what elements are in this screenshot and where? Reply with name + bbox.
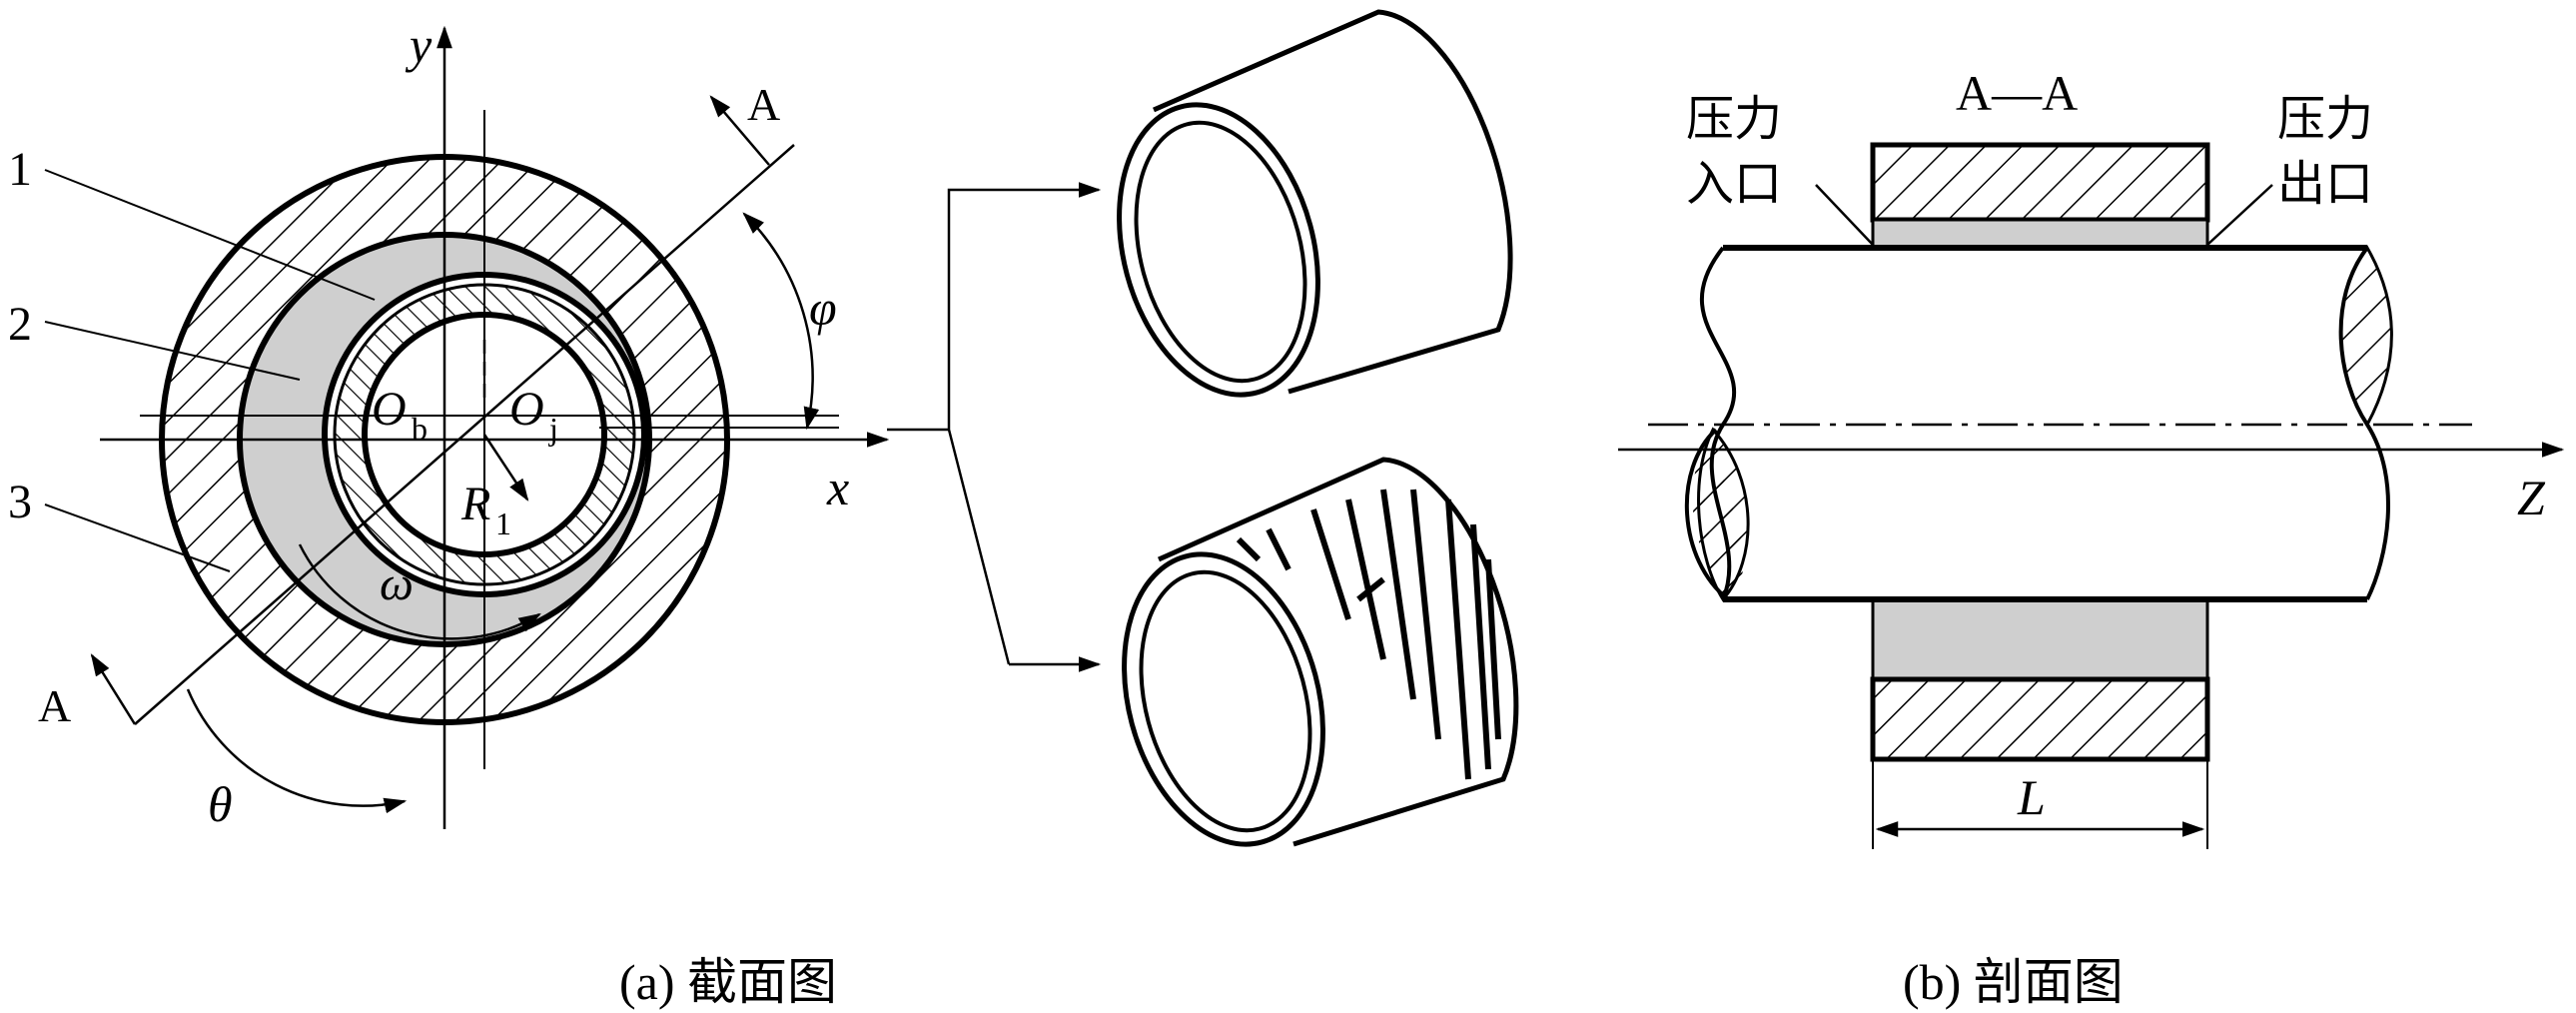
- center-journal-label: O: [509, 383, 544, 436]
- section-line: [134, 144, 795, 725]
- caption-right: (b) 剖面图: [1903, 954, 2124, 1010]
- leader-part-1: [44, 169, 376, 301]
- longitudinal-section: A—A 压力 入口 压力 出口 Z L (b) 剖面图: [1618, 65, 2565, 1010]
- phi-arc: [742, 212, 820, 431]
- sleeve-views: [887, 9, 1519, 847]
- theta-arc: [186, 688, 408, 814]
- outlet-leader: [2206, 184, 2273, 246]
- part-3-label: 3: [8, 476, 32, 528]
- lower-bearing: [1870, 676, 2210, 762]
- radius-arrow: [482, 434, 529, 502]
- section-arrow-top: [709, 95, 770, 166]
- groove-lines: [1236, 489, 1501, 780]
- leader-part-2: [44, 321, 301, 381]
- center-journal-sub: j: [548, 411, 558, 447]
- shaft-break-right-hatch: [2339, 245, 2393, 428]
- omega-label: ω: [380, 557, 414, 610]
- phi-label: φ: [809, 280, 837, 336]
- radius-sub: 1: [495, 506, 511, 541]
- bracket: [947, 188, 1011, 665]
- section-mark-top: A: [747, 79, 780, 130]
- axis-z-label: Z: [2517, 470, 2546, 525]
- outlet-label-1: 压力: [2277, 91, 2373, 147]
- axis-y-label: y: [405, 17, 432, 73]
- grooved-sleeve: [1122, 457, 1519, 847]
- inlet-label-1: 压力: [1686, 91, 1782, 147]
- lower-film: [1871, 597, 2209, 681]
- radius-label: R: [460, 478, 490, 530]
- axis-x-label: x: [826, 460, 849, 515]
- center-bearing-sub: b: [412, 411, 428, 447]
- plain-sleeve: [1117, 9, 1513, 398]
- section-arrow-bottom: [90, 653, 137, 725]
- outlet-label-2: 出口: [2277, 156, 2373, 212]
- section-title: A—A: [1956, 65, 2078, 121]
- upper-film: [1871, 218, 2209, 250]
- leader-part-3: [44, 504, 231, 572]
- inlet-leader: [1815, 184, 1874, 246]
- omega-arc: [298, 543, 541, 640]
- part-1-label: 1: [8, 143, 32, 196]
- cross-section: y x 1 2 3 O b O j R 1 φ θ ω A A (a) 截面图: [8, 17, 890, 1010]
- part-2-label: 2: [8, 298, 32, 351]
- upper-bearing: [1870, 142, 2210, 223]
- center-bearing-label: O: [372, 383, 407, 436]
- section-mark-bottom: A: [38, 680, 71, 731]
- length-label: L: [2017, 769, 2046, 825]
- theta-label: θ: [208, 776, 233, 832]
- inlet-label-2: 入口: [1686, 156, 1782, 212]
- caption-left: (a) 截面图: [619, 954, 837, 1010]
